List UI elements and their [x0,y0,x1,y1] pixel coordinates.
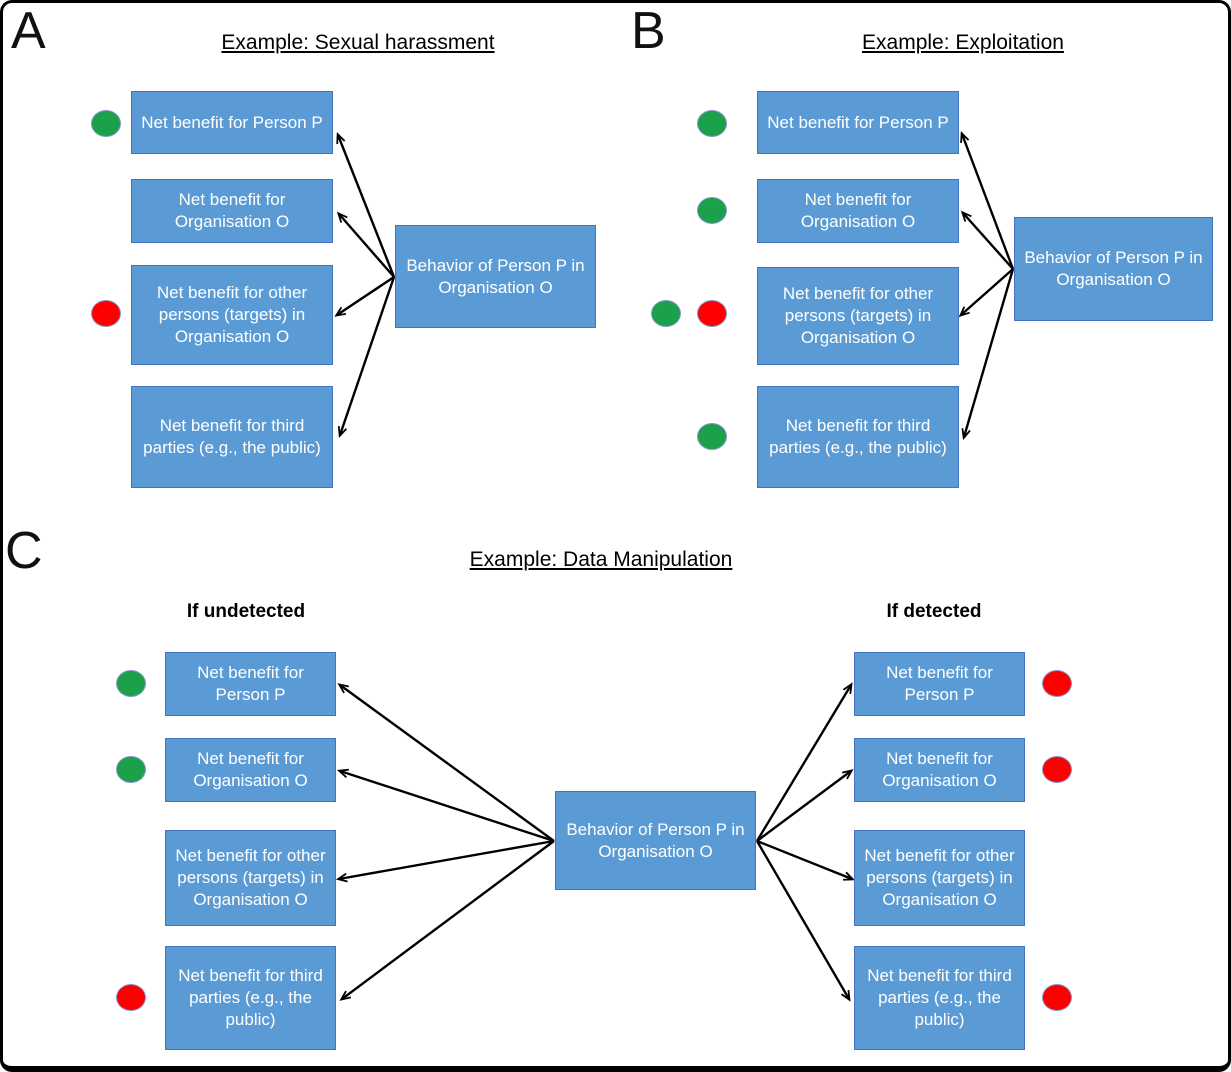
panel-c-right-dots-row-2 [1042,756,1166,783]
panel-c-left-dots-row-2 [23,756,146,783]
green-status-dot [651,300,681,327]
panel-c-left-dots-row-1 [23,670,146,697]
green-status-dot [697,110,727,137]
panel-b-box-net-benefit-other-persons: Net benefit for other persons (targets) … [757,267,959,365]
panel-c-right-box-net-benefit-person-p: Net benefit for Person P [854,652,1025,716]
panel-b-center-box-behavior: Behavior of Person P in Organisation O [1014,217,1213,321]
red-status-dot [1042,756,1072,783]
arrow-b-2 [963,213,1014,270]
panel-a-dots-row-3 [23,300,121,327]
arrow-c-right-2 [756,771,851,842]
panel-c-right-box-net-benefit-third-parties: Net benefit for third parties (e.g., the… [854,946,1025,1050]
arrow-c-left-3 [339,839,555,879]
green-status-dot [116,756,146,783]
arrow-c-left-4 [342,840,555,999]
green-status-dot [697,423,727,450]
arrow-c-right-1 [755,685,851,842]
green-status-dot [697,197,727,224]
panel-a-dots-row-1 [23,110,121,137]
panel-c-center-box-behavior: Behavior of Person P in Organisation O [555,791,756,890]
panel-b-box-net-benefit-person-p: Net benefit for Person P [757,91,959,154]
panel-c-header-if-undetected: If undetected [186,601,306,622]
panel-a-center-box-behavior: Behavior of Person P in Organisation O [395,225,596,328]
arrow-c-left-2 [340,771,555,843]
arrow-a-3 [337,276,395,315]
arrow-c-left-1 [340,685,555,842]
panel-c-letter: C [5,522,43,580]
arrow-b-4 [964,268,1015,437]
panel-a-box-net-benefit-other-persons: Net benefit for other persons (targets) … [131,265,333,365]
green-status-dot [91,110,121,137]
arrow-a-1 [338,135,396,278]
panel-c-right-dots-row-4 [1042,984,1166,1011]
panel-c-title: Example: Data Manipulation [469,548,733,571]
panel-c-left-box-net-benefit-other-persons: Net benefit for other persons (targets) … [165,830,336,926]
red-status-dot [697,300,727,327]
panel-c-right-box-net-benefit-organisation-o: Net benefit for Organisation O [854,738,1025,802]
panel-a-box-net-benefit-third-parties: Net benefit for third parties (e.g., the… [131,386,333,488]
panel-c-left-box-net-benefit-third-parties: Net benefit for third parties (e.g., the… [165,946,336,1050]
arrow-b-3 [961,268,1014,315]
panel-b-box-net-benefit-organisation-o: Net benefit for Organisation O [757,179,959,243]
panel-c-right-dots-row-1 [1042,670,1166,697]
arrow-c-right-4 [755,840,849,999]
panel-a-letter: A [11,2,46,60]
red-status-dot [91,300,121,327]
panel-a-box-net-benefit-person-p: Net benefit for Person P [131,91,333,154]
arrow-c-right-3 [756,839,852,879]
panel-c-left-dots-row-4 [23,984,146,1011]
panel-b-dots-row-2 [603,197,727,224]
red-status-dot [1042,670,1072,697]
panel-c-right-box-net-benefit-other-persons: Net benefit for other persons (targets) … [854,830,1025,926]
green-status-dot [116,670,146,697]
arrow-a-2 [339,214,395,278]
panel-c-left-box-net-benefit-person-p: Net benefit for Person P [165,652,336,716]
panel-b-dots-row-1 [603,110,727,137]
panel-b-dots-row-3 [603,300,727,327]
panel-c-left-box-net-benefit-organisation-o: Net benefit for Organisation O [165,738,336,802]
panel-a-title: Example: Sexual harassment [221,31,495,54]
arrow-a-4 [340,276,396,435]
panel-a-box-net-benefit-organisation-o: Net benefit for Organisation O [131,179,333,243]
arrow-b-1 [962,134,1015,270]
panel-c-header-if-detected: If detected [886,601,982,622]
panel-b-letter: B [631,2,666,60]
panel-b-title: Example: Exploitation [862,31,1064,54]
red-status-dot [116,984,146,1011]
panel-b-dots-row-4 [603,423,727,450]
red-status-dot [1042,984,1072,1011]
panel-b-box-net-benefit-third-parties: Net benefit for third parties (e.g., the… [757,386,959,488]
